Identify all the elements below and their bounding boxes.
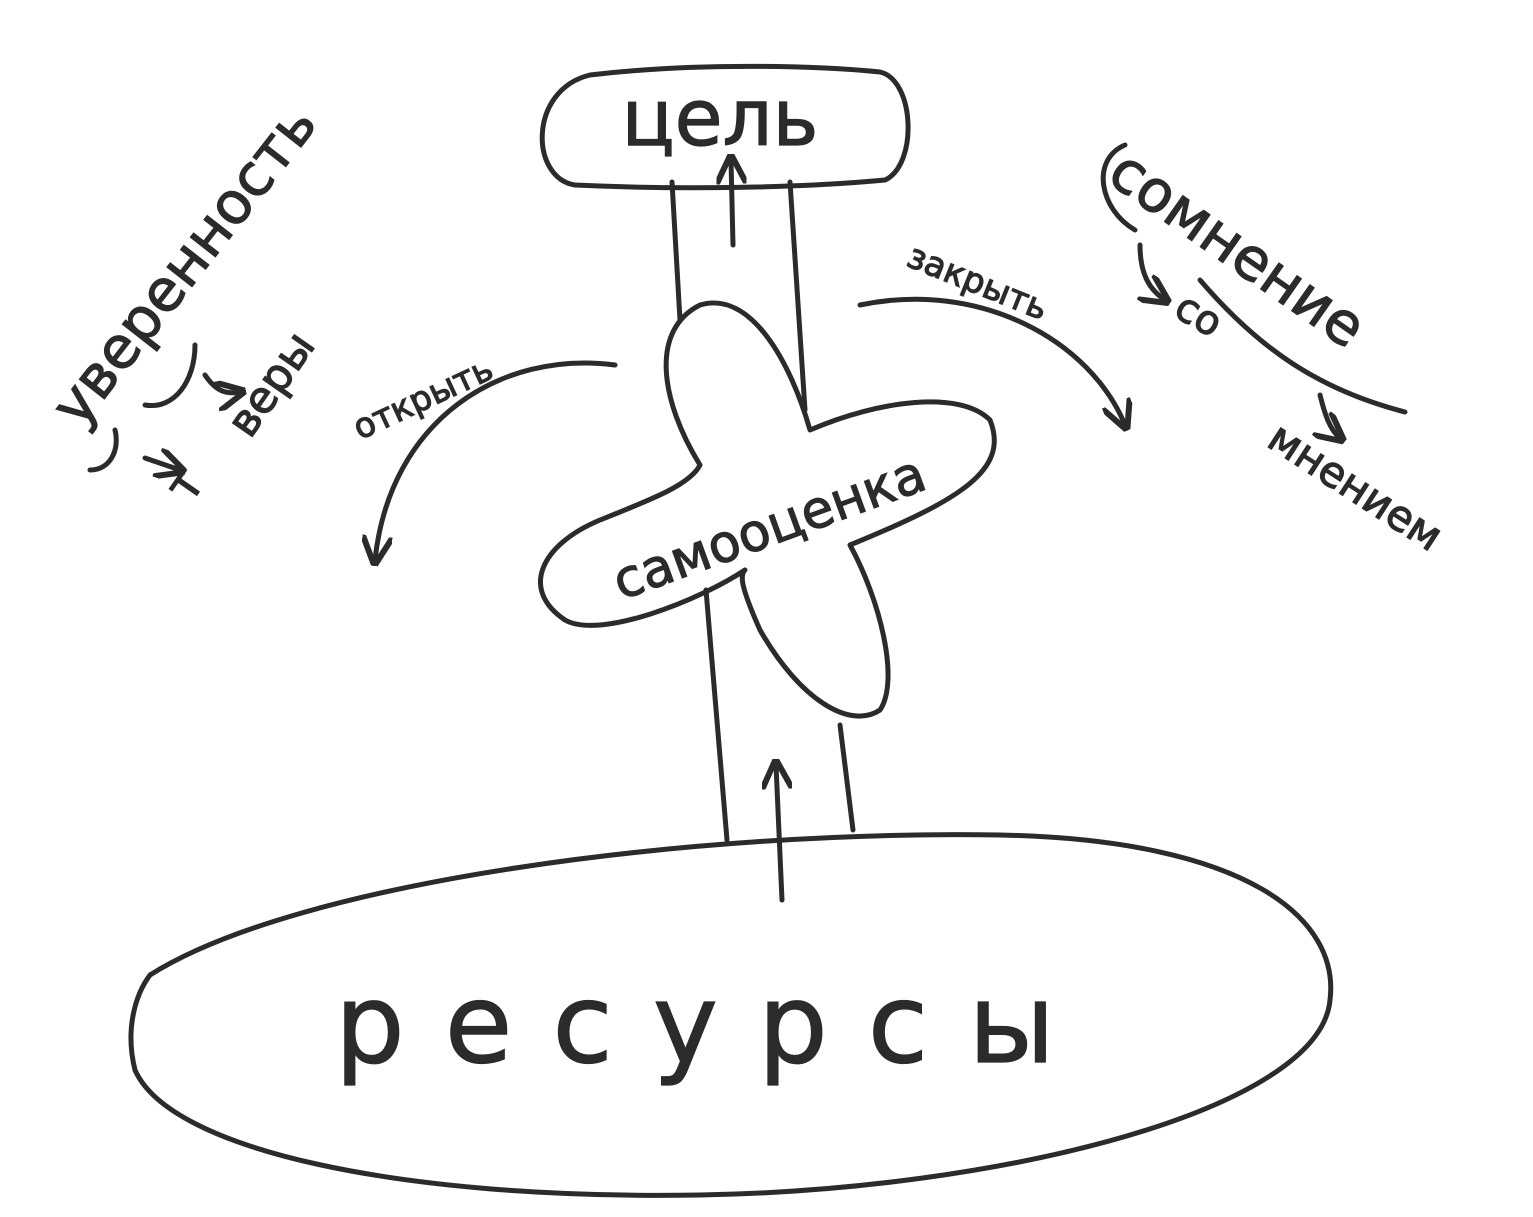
doubt-group: сомнение со мнением bbox=[1096, 135, 1452, 561]
doubt-part-2: мнением bbox=[1260, 412, 1452, 561]
stem-line bbox=[669, 179, 683, 323]
stem-line bbox=[787, 179, 808, 413]
close-label: закрыть bbox=[902, 236, 1054, 328]
goal-oval bbox=[539, 63, 911, 191]
doubt-part-1: со bbox=[1167, 284, 1230, 347]
stem-line bbox=[837, 722, 856, 833]
open-arrow bbox=[375, 360, 618, 560]
resources-ellipse bbox=[128, 832, 1334, 1198]
stem-line bbox=[703, 587, 730, 843]
arrow-icon bbox=[142, 458, 180, 470]
arrow-icon bbox=[1320, 392, 1340, 438]
split-arc bbox=[87, 427, 119, 473]
split-arc bbox=[1100, 142, 1138, 233]
split-arc bbox=[142, 342, 198, 409]
confidence-group: уверенность веры т bbox=[37, 91, 331, 513]
goal-node: цель bbox=[539, 63, 911, 191]
arrow-icon bbox=[202, 372, 240, 393]
close-arrow bbox=[857, 296, 1125, 425]
arrow-up-to-goal bbox=[731, 160, 733, 248]
cross-shape bbox=[538, 300, 997, 719]
confidence-part-1: веры bbox=[217, 322, 325, 446]
goal-label: цель bbox=[622, 74, 819, 164]
split-arc bbox=[1197, 277, 1408, 415]
resources-node: ресурсы bbox=[128, 832, 1334, 1198]
arrow-icon bbox=[1140, 242, 1165, 300]
confidence-part-2: т bbox=[154, 457, 216, 512]
arrow-up-from-resources bbox=[776, 765, 782, 903]
resources-label: ресурсы bbox=[335, 960, 1095, 1088]
open-label: открыть bbox=[347, 349, 499, 448]
